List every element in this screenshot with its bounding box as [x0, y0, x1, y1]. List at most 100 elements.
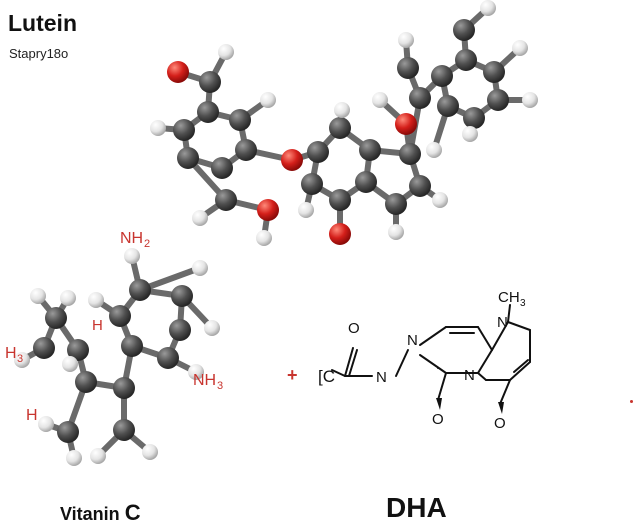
hydrogen-atom	[62, 356, 78, 372]
wedge-bond	[498, 402, 504, 414]
carbon-atom	[173, 119, 195, 141]
hydrogen-atom	[298, 202, 314, 218]
caption-vitamin-c-text: Vitanin	[60, 504, 120, 524]
hydrogen-atom	[14, 352, 30, 368]
carbon-atom	[129, 279, 151, 301]
svg-text:2: 2	[144, 238, 150, 250]
oxygen-atom	[281, 149, 303, 171]
dha-labels: O [C N N N N CH 3 O O	[318, 289, 526, 432]
carbon-atom	[235, 139, 257, 161]
carbon-atom	[359, 139, 381, 161]
hydrogen-atom	[432, 192, 448, 208]
svg-text:NH: NH	[120, 230, 143, 247]
carbon-atom	[215, 189, 237, 211]
dha-skeletal-structure	[331, 304, 531, 405]
carbon-atom	[157, 347, 179, 369]
carbon-atom	[75, 371, 97, 393]
carbon-atom	[307, 141, 329, 163]
svg-text:H: H	[5, 345, 17, 362]
carbon-atom	[409, 175, 431, 197]
page-title: Lutein	[8, 10, 77, 36]
carbon-atom	[409, 87, 431, 109]
vitamin-c-ball-stick-model	[14, 248, 220, 466]
carbon-atom	[33, 337, 55, 359]
carbon-atom	[121, 335, 143, 357]
carbon-atom	[199, 71, 221, 93]
nh2-label: NH 2	[120, 230, 150, 250]
oxygen-atom	[167, 61, 189, 83]
hydrogen-atom	[150, 120, 166, 136]
wedge-bond	[436, 398, 442, 410]
carbon-atom	[67, 339, 89, 361]
hydrogen-atom	[512, 40, 528, 56]
svg-text:O: O	[494, 415, 506, 432]
carbon-atom	[171, 285, 193, 307]
carbon-atom	[437, 95, 459, 117]
svg-text:N: N	[497, 314, 508, 331]
hydrogen-atom	[60, 290, 76, 306]
svg-text:CH: CH	[498, 289, 520, 306]
carbon-atom	[463, 107, 485, 129]
carbon-atom	[329, 117, 351, 139]
oxygen-atom	[257, 199, 279, 221]
hydrogen-atom	[388, 224, 404, 240]
oxygen-atom	[395, 113, 417, 135]
carbon-atom	[455, 49, 477, 71]
hydrogen-atom	[38, 416, 54, 432]
carbon-atom	[113, 419, 135, 441]
hydrogen-atom	[188, 364, 204, 380]
hydrogen-atom	[480, 0, 496, 16]
carbon-atom	[385, 193, 407, 215]
hydrogen-atom	[66, 450, 82, 466]
carbon-atom	[211, 157, 233, 179]
caption-vitamin-c: Vitanin C	[60, 500, 141, 526]
carbon-atom	[197, 101, 219, 123]
caption-vitamin-c-letter: C	[124, 500, 141, 525]
page-subtitle: Stapry18o	[9, 46, 69, 61]
svg-text:N: N	[407, 332, 418, 349]
hydrogen-atom	[192, 260, 208, 276]
carbon-atom	[329, 189, 351, 211]
hydrogen-atom	[192, 210, 208, 226]
carbon-atom	[453, 19, 475, 41]
carbon-atom	[57, 421, 79, 443]
hydrogen-atom	[204, 320, 220, 336]
carbon-atom	[113, 377, 135, 399]
carbon-atom	[399, 143, 421, 165]
carbon-atom	[397, 57, 419, 79]
hydrogen-atom	[142, 444, 158, 460]
h-small-label: H	[92, 317, 103, 334]
svg-text:N: N	[376, 369, 387, 386]
hydrogen-atom	[260, 92, 276, 108]
hydrogen-atom	[90, 448, 106, 464]
svg-text:N: N	[464, 367, 475, 384]
carbon-atom	[355, 171, 377, 193]
hydrogen-atom	[372, 92, 388, 108]
oxygen-atom	[329, 223, 351, 245]
svg-text:[C: [C	[318, 367, 335, 386]
carbon-atom	[177, 147, 199, 169]
carbon-atom	[483, 61, 505, 83]
svg-text:3: 3	[17, 353, 23, 365]
hydrogen-atom	[334, 102, 350, 118]
hydrogen-atom	[522, 92, 538, 108]
svg-text:NH: NH	[193, 372, 216, 389]
carbon-atom	[109, 305, 131, 327]
hydrogen-atom	[398, 32, 414, 48]
carbon-atom	[301, 173, 323, 195]
svg-text:O: O	[432, 411, 444, 428]
hydrogen-atom	[30, 288, 46, 304]
svg-text:3: 3	[217, 380, 223, 392]
carbon-atom	[229, 109, 251, 131]
lutein-ball-stick-model	[150, 0, 538, 246]
carbon-atom	[487, 89, 509, 111]
h3-label: H 3	[5, 345, 23, 365]
atom-group	[14, 248, 220, 466]
hydrogen-atom	[218, 44, 234, 60]
h-lower-label: H	[26, 407, 38, 424]
plus-sign: +	[287, 365, 298, 385]
hydrogen-atom	[426, 142, 442, 158]
hydrogen-atom	[88, 292, 104, 308]
nh3-label: NH 3	[193, 372, 223, 392]
